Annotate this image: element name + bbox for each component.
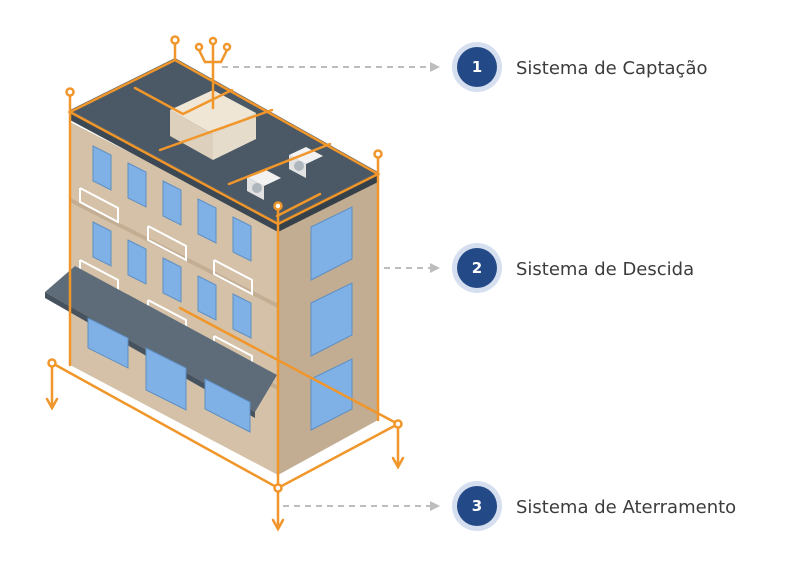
callout-3-label: Sistema de Aterramento <box>516 497 736 518</box>
callout-1-number: 1 <box>472 58 482 76</box>
ground-ring <box>50 306 401 490</box>
lightning-protection-system <box>45 35 405 532</box>
awning <box>45 266 277 412</box>
callout-1-label: Sistema de Captação <box>516 58 708 79</box>
ground-floor-windows <box>87 317 251 433</box>
leader-lines <box>222 66 430 507</box>
rooftop-air-terminal-icon <box>194 36 232 110</box>
callout-2-number: 2 <box>472 259 482 277</box>
callout-3: 3 Sistema de Aterramento <box>452 481 736 531</box>
callout-3-number: 3 <box>472 497 482 515</box>
callout-2: 2 Sistema de Descida <box>452 243 694 293</box>
building-illustration <box>45 58 378 475</box>
side-windows <box>310 206 353 431</box>
ground-electrode-icon <box>45 361 405 532</box>
front-windows <box>92 145 252 339</box>
callout-1: 1 Sistema de Captação <box>452 42 708 92</box>
hvac-unit-icon-2 <box>289 147 323 178</box>
callout-2-label: Sistema de Descida <box>516 259 694 280</box>
